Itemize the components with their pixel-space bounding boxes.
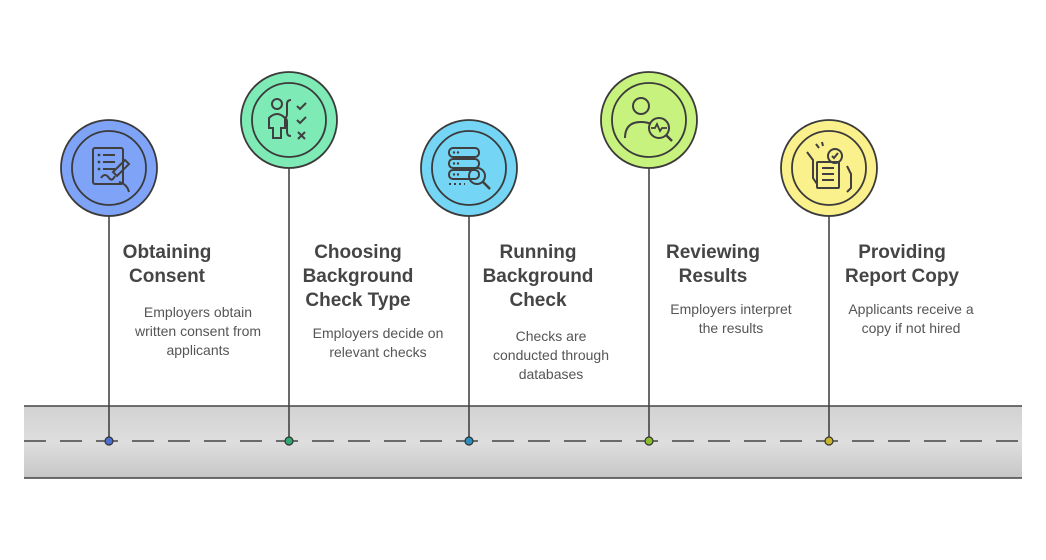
step-description: Employers obtain written consent from ap… xyxy=(134,304,262,358)
step-icon-inner-ring xyxy=(611,82,687,158)
step-title: Reviewing Results xyxy=(666,242,760,287)
step-description: Employers interpret the results xyxy=(670,301,792,336)
step-title: Choosing Background Check Type xyxy=(302,242,414,311)
step-road-marker xyxy=(464,436,474,446)
step-2 xyxy=(240,71,338,446)
step-icon-circle xyxy=(600,71,698,169)
step-title: Obtaining Consent xyxy=(122,242,212,287)
step-4 xyxy=(600,71,698,446)
step-title: Running Background Check xyxy=(482,242,594,311)
step-icon-inner-ring xyxy=(71,130,147,206)
step-road-marker xyxy=(824,436,834,446)
step-3 xyxy=(420,119,518,446)
step-description: Applicants receive a copy if not hired xyxy=(848,301,974,336)
step-5 xyxy=(780,119,878,446)
step-icon-inner-ring xyxy=(251,82,327,158)
report-approval-icon xyxy=(806,141,852,193)
step-icon-inner-ring xyxy=(431,130,507,206)
step-road-marker xyxy=(104,436,114,446)
step-icon-circle xyxy=(240,71,338,169)
road xyxy=(24,405,1022,479)
person-checklist-icon xyxy=(268,98,307,140)
document-signing-icon xyxy=(92,147,131,193)
person-analysis-icon xyxy=(624,97,673,142)
step-description: Employers decide on relevant checks xyxy=(312,325,444,360)
database-search-icon xyxy=(448,147,491,190)
step-title: Providing Report Copy xyxy=(845,242,959,287)
step-road-marker xyxy=(284,436,294,446)
step-1 xyxy=(60,119,158,446)
step-icon-inner-ring xyxy=(791,130,867,206)
step-road-marker xyxy=(644,436,654,446)
step-description: Checks are conducted through databases xyxy=(493,328,609,382)
